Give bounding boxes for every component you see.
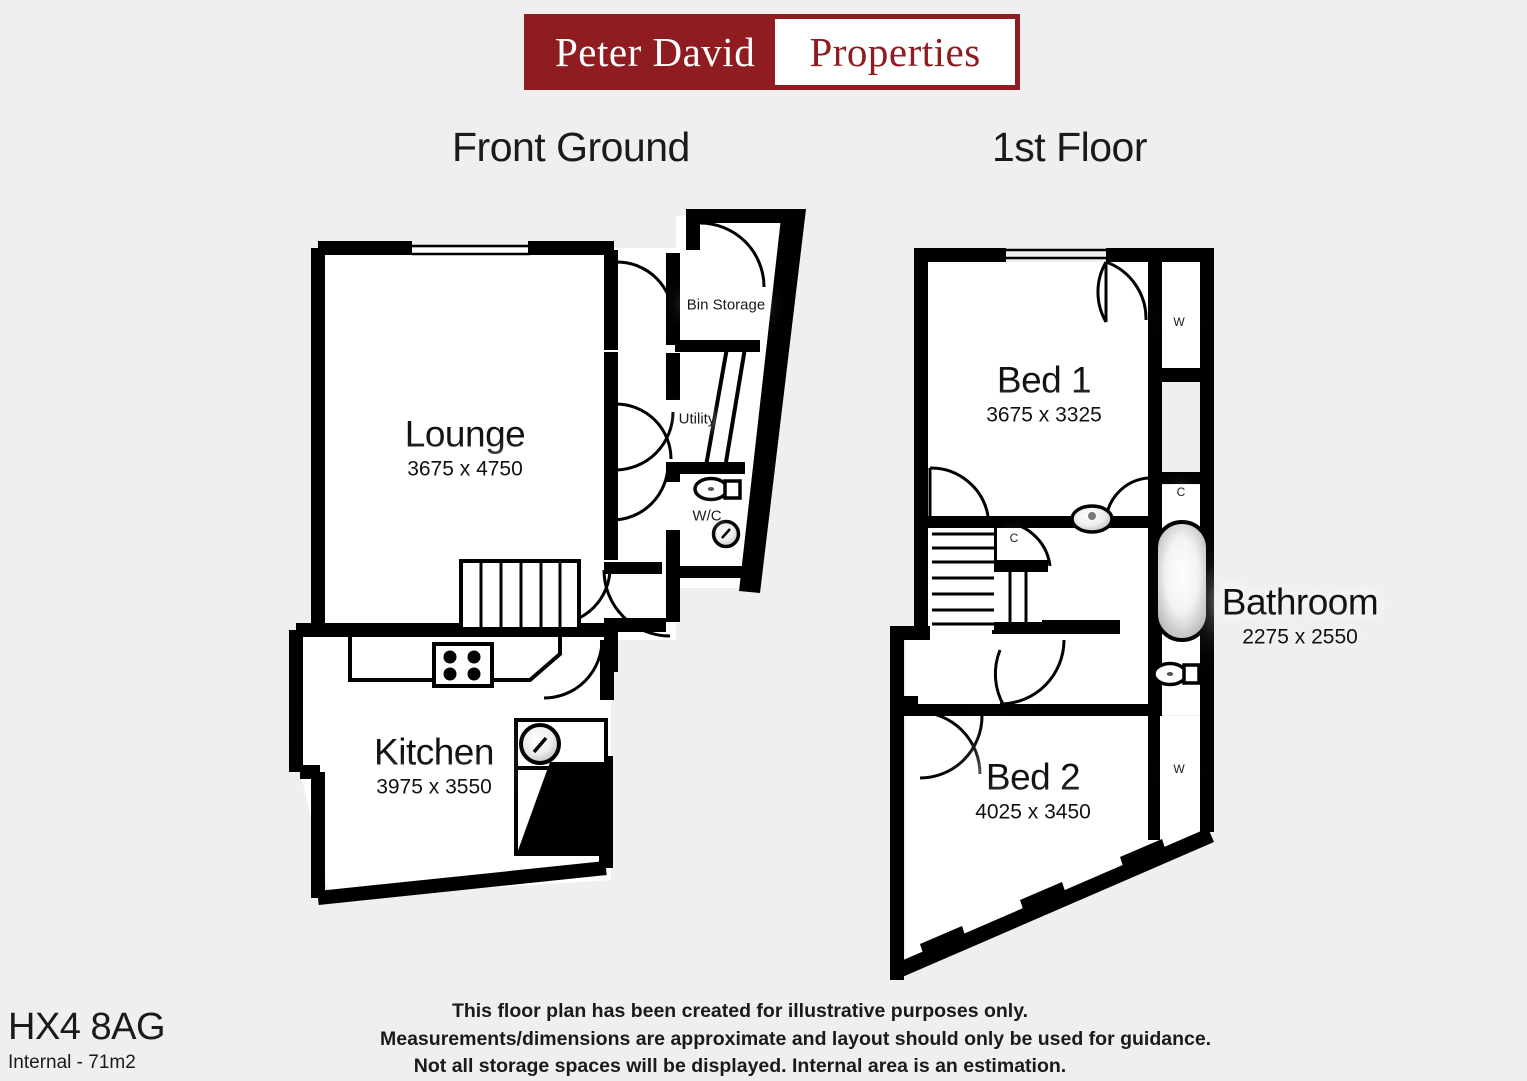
windows-bed2 xyxy=(917,836,1200,968)
wc-fixtures xyxy=(693,476,742,549)
window-bed1 xyxy=(1006,248,1108,260)
disclaimer-line-2: Measurements/dimensions are approximate … xyxy=(380,1027,1212,1050)
kitchen-units xyxy=(348,634,608,856)
logo-text-properties: Properties xyxy=(775,19,1015,85)
window-lounge xyxy=(412,244,530,256)
plan-title-ground-floor: Front Ground xyxy=(452,124,690,170)
utility-partition xyxy=(704,347,747,467)
disclaimer-text: This floor plan has been created for ill… xyxy=(380,998,1212,1081)
ground-floor-hall-walls xyxy=(600,209,806,700)
property-postcode-block: HX4 8AG Internal - 71m2 xyxy=(8,1006,166,1076)
company-logo-banner: Peter David Properties xyxy=(524,14,1020,90)
internal-area-text: Internal - 71m2 xyxy=(8,1051,136,1073)
first-floor-door-swings xyxy=(917,260,1149,780)
disclaimer-line-3: Not all storage spaces will be displayed… xyxy=(413,1055,1067,1078)
disclaimer-line-1: This floor plan has been created for ill… xyxy=(451,1000,1029,1022)
ground-floor-walls xyxy=(289,241,618,905)
first-floor-staircase xyxy=(932,528,1042,630)
ground-floor-plan xyxy=(289,209,806,905)
postcode-text: HX4 8AG xyxy=(8,1006,166,1048)
first-floor-walls xyxy=(890,248,1214,980)
ground-floor-staircase xyxy=(459,559,581,631)
bathroom-fixtures xyxy=(1070,504,1210,687)
logo-text-peter-david: Peter David xyxy=(555,29,756,75)
first-floor-plan xyxy=(890,248,1214,980)
plan-title-first-floor: 1st Floor xyxy=(992,124,1148,170)
